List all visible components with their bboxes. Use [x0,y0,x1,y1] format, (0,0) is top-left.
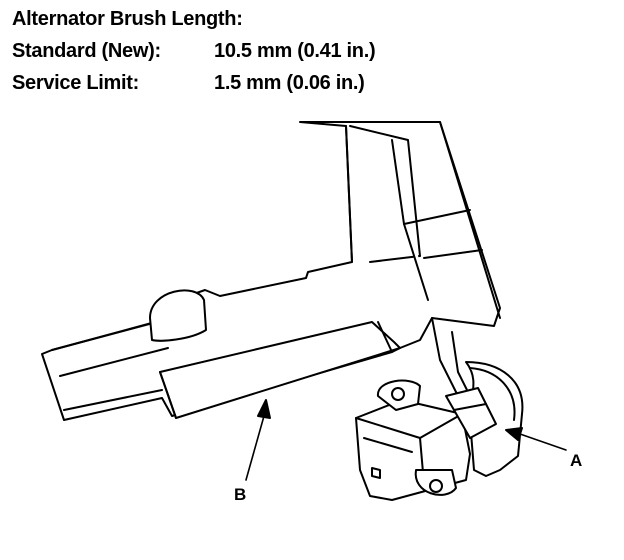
caliper-slide-front [159,371,177,419]
spec-title: Alternator Brush Length: [12,8,243,30]
callout-b-arrowhead [257,399,271,419]
caliper-body [41,121,501,421]
spec-row-service-limit: Service Limit: 1.5 mm (0.06 in.) [12,70,365,96]
caliper-jaw-tip-inner [451,331,471,397]
callout-a: A [505,427,582,470]
brush-face [453,403,487,411]
caliper-upright-edge [345,125,353,263]
caliper-step-2 [423,249,483,259]
brush-holder [355,361,524,501]
spec-value-service-limit: 1.5 mm (0.06 in.) [214,72,365,94]
caliper-step-1 [403,209,471,225]
caliper-jaw-left [349,125,421,263]
caliper-beam-edge [439,121,501,319]
callout-a-label: A [570,451,582,470]
mount-hole-top [391,387,405,401]
callout-b-label: B [234,485,246,504]
mount-hole-bottom [429,479,443,493]
callout-a-leader [519,433,567,451]
spec-label-service-limit: Service Limit: [12,72,139,94]
caliper-slide-face [377,321,393,353]
brush [445,387,497,439]
spec-label-standard: Standard (New): [12,40,161,62]
callout-b: B [234,399,271,504]
callout-b-leader [245,415,265,481]
caliper-arm-mid [59,347,169,377]
spec-value-standard: 10.5 mm (0.41 in.) [214,40,376,62]
callout-a-arrowhead [505,427,523,441]
brush-holder-rib [363,437,413,453]
caliper-thumb-knob [149,289,207,342]
terminal-stub [371,467,381,479]
brush-cup-rim [469,367,516,421]
spec-row-standard: Standard (New): 10.5 mm (0.41 in.) [12,38,376,64]
caliper-arm-lower [63,389,163,411]
